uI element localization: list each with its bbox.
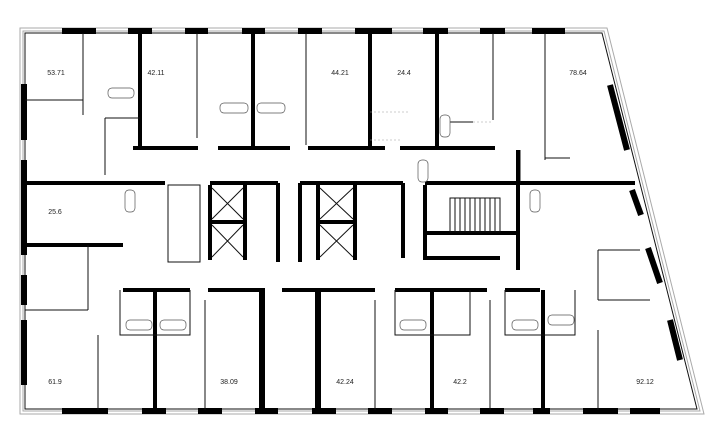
area-label: 38.09 xyxy=(220,379,238,386)
area-label: 78.64 xyxy=(569,70,587,77)
upper-walls xyxy=(24,33,635,185)
area-label: 42.11 xyxy=(148,70,165,77)
area-label: 25.6 xyxy=(48,209,62,216)
area-label: 53.71 xyxy=(47,70,65,77)
area-label: 24.4 xyxy=(397,70,411,77)
bathroom-fixtures xyxy=(107,87,575,331)
area-label: 44.21 xyxy=(331,70,349,77)
area-label: 92.12 xyxy=(636,379,654,386)
area-label: 42.24 xyxy=(336,379,354,386)
area-label: 61.9 xyxy=(48,379,62,386)
lower-walls xyxy=(24,243,650,410)
area-label: 42.2 xyxy=(453,379,467,386)
building-outline xyxy=(19,27,705,415)
top-wall-piers xyxy=(21,28,683,414)
building-core xyxy=(167,150,520,270)
